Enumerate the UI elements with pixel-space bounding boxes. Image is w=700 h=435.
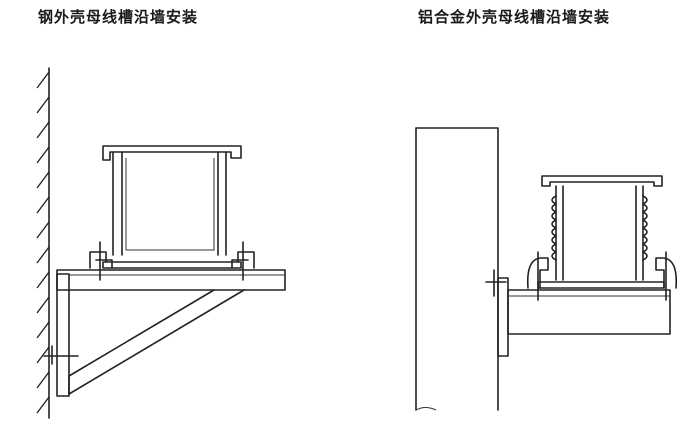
left-clamp-left	[89, 241, 113, 281]
left-support-arm	[56, 269, 286, 291]
title-aluminum-busway-wall-mount: 铝合金外壳母线槽沿墙安装	[418, 8, 611, 26]
left-bracket-wall-plate	[56, 273, 70, 397]
right-diagram	[415, 127, 678, 411]
right-anchor-bolt	[485, 269, 507, 297]
left-clamp-right	[231, 241, 255, 281]
left-anchor-bolt	[43, 345, 79, 365]
right-column	[415, 127, 499, 411]
left-steel-busway	[102, 145, 242, 269]
right-aluminum-busway	[537, 175, 665, 289]
right-clamp-right	[655, 251, 678, 301]
left-diagram	[36, 67, 286, 419]
right-mount-plate	[497, 277, 509, 357]
right-clamp-left	[526, 251, 549, 301]
left-wall-hatching	[36, 71, 50, 414]
right-support-arm	[507, 289, 671, 335]
left-diagonal-brace	[68, 289, 245, 395]
title-steel-busway-wall-mount: 钢外壳母线槽沿墙安装	[38, 8, 199, 26]
